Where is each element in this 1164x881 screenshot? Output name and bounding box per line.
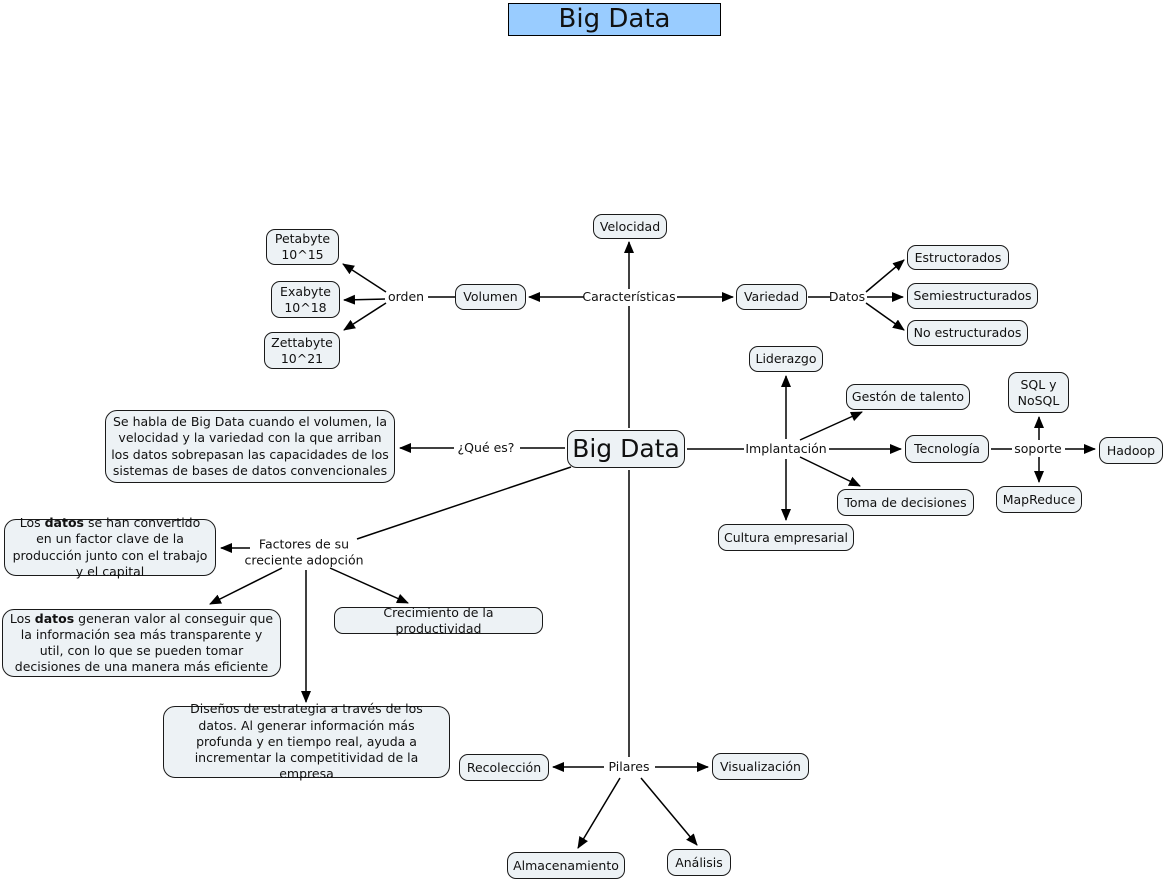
- node-cultura-empresarial[interactable]: Cultura empresarial: [718, 524, 854, 551]
- node-tecnologia-text: Tecnología: [914, 441, 980, 457]
- text-segment: datos: [34, 610, 75, 626]
- node-zettabyte[interactable]: Zettabyte 10^21: [264, 332, 340, 369]
- link-label-pilares-text: Pilares: [608, 759, 650, 775]
- text-segment: Los: [19, 515, 45, 530]
- node-no-estructurados[interactable]: No estructurados: [907, 320, 1028, 346]
- node-zettabyte-text: Zettabyte 10^21: [271, 334, 333, 366]
- link-label-pilares[interactable]: Pilares: [609, 759, 650, 775]
- node-visualizacion[interactable]: Visualización: [712, 753, 809, 780]
- textbox-disenos-estrategia[interactable]: Diseños de estrategia a través de los da…: [163, 701, 450, 781]
- connector-big-data-central-to-factores: [356, 466, 572, 540]
- node-crecimiento-productividad[interactable]: Crecimiento de la productividad: [334, 604, 543, 636]
- node-exabyte[interactable]: Exabyte 10^18: [271, 281, 340, 318]
- node-hadoop-text: Hadoop: [1106, 442, 1156, 458]
- link-label-caracteristicas-text: Características: [582, 289, 676, 305]
- node-crecimiento-productividad-text: Crecimiento de la productividad: [383, 604, 494, 636]
- connector-orden-to-zettabyte: [343, 302, 387, 331]
- connector-datos-to-no-estructurados: [865, 302, 905, 331]
- text-segment: generan valor al conseguir que la inform…: [14, 610, 274, 675]
- node-almacenamiento[interactable]: Almacenamiento: [507, 852, 625, 879]
- node-big-data-central-text: Big Data: [572, 434, 680, 464]
- node-mapreduce-text: MapReduce: [1002, 491, 1076, 507]
- text-segment: datos: [44, 515, 84, 530]
- node-almacenamiento-text: Almacenamiento: [513, 857, 619, 873]
- connector-datos-to-estructorados: [865, 259, 905, 293]
- node-petabyte-text: Petabyte 10^15: [274, 231, 331, 262]
- node-semiestructurados-text: Semiestructurados: [913, 288, 1032, 304]
- node-visualizacion-text: Visualización: [720, 758, 801, 774]
- node-velocidad[interactable]: Velocidad: [593, 214, 667, 239]
- node-geston-de-talento-text: Gestón de talento: [851, 389, 965, 405]
- node-estructorados[interactable]: Estructorados: [907, 245, 1009, 270]
- node-toma-de-decisiones-text: Toma de decisiones: [844, 494, 967, 510]
- title-banner-big-data[interactable]: Big Data: [508, 3, 721, 36]
- node-sql-y-nosql-text: SQL y NoSQL: [1017, 376, 1060, 408]
- textbox-definicion[interactable]: Se habla de Big Data cuando el volumen, …: [105, 410, 395, 483]
- node-sql-y-nosql[interactable]: SQL y NoSQL: [1008, 372, 1069, 413]
- node-liderazgo[interactable]: Liderazgo: [749, 346, 823, 372]
- node-volumen[interactable]: Volumen: [455, 284, 526, 310]
- textbox-datos-valor[interactable]: Los datos generan valor al conseguir que…: [2, 609, 281, 677]
- node-petabyte[interactable]: Petabyte 10^15: [266, 229, 339, 265]
- node-velocidad-text: Velocidad: [599, 218, 661, 234]
- connector-implantacion-to-toma-de-decisiones: [799, 456, 861, 487]
- node-exabyte-text: Exabyte 10^18: [280, 283, 331, 315]
- textbox-definicion-text: Se habla de Big Data cuando el volumen, …: [111, 414, 389, 478]
- link-label-orden-text: orden: [387, 289, 425, 305]
- node-liderazgo-text: Liderazgo: [755, 351, 817, 367]
- link-label-caracteristicas[interactable]: Características: [582, 289, 675, 305]
- node-variedad-text: Variedad: [743, 289, 800, 305]
- link-label-orden[interactable]: orden: [388, 289, 424, 305]
- connector-implantacion-to-geston-de-talento: [799, 411, 863, 441]
- node-no-estructurados-text: No estructurados: [913, 325, 1022, 341]
- link-label-factores-text: Factores de su creciente adopción: [244, 536, 364, 567]
- connector-pilares-to-analisis: [640, 777, 698, 846]
- connector-orden-to-exabyte: [343, 294, 386, 305]
- node-variedad[interactable]: Variedad: [736, 284, 807, 310]
- node-big-data-central[interactable]: Big Data: [567, 430, 685, 468]
- link-label-factores[interactable]: Factores de su creciente adopción: [244, 536, 363, 567]
- node-hadoop[interactable]: Hadoop: [1099, 437, 1163, 464]
- textbox-datos-produccion-text: Los datos se han convertido en un factor…: [10, 515, 210, 580]
- node-estructorados-text: Estructorados: [914, 249, 1002, 265]
- link-label-que-es[interactable]: ¿Qué es?: [458, 440, 515, 456]
- link-label-implantacion[interactable]: Implantación: [745, 441, 826, 457]
- text-segment: Los: [9, 610, 35, 626]
- node-analisis-text: Análisis: [675, 854, 723, 870]
- node-recoleccion-text: Recolección: [466, 759, 542, 775]
- connector-pilares-to-almacenamiento: [577, 777, 621, 849]
- textbox-datos-valor-text: Los datos generan valor al conseguir que…: [8, 611, 275, 676]
- node-geston-de-talento[interactable]: Gestón de talento: [846, 384, 970, 410]
- node-tecnologia[interactable]: Tecnología: [905, 435, 989, 463]
- textbox-disenos-estrategia-text: Diseños de estrategia a través de los da…: [190, 701, 423, 782]
- link-label-soporte-text: soporte: [1014, 441, 1062, 457]
- connector-orden-to-petabyte: [342, 263, 387, 293]
- node-volumen-text: Volumen: [463, 289, 518, 305]
- title-banner-big-data-text: Big Data: [558, 4, 671, 35]
- node-recoleccion[interactable]: Recolección: [459, 754, 549, 781]
- link-label-que-es-text: ¿Qué es?: [457, 440, 515, 456]
- link-label-soporte[interactable]: soporte: [1014, 441, 1061, 457]
- link-label-datos[interactable]: Datos: [829, 289, 865, 305]
- node-toma-de-decisiones[interactable]: Toma de decisiones: [837, 489, 974, 516]
- node-cultura-empresarial-text: Cultura empresarial: [724, 529, 848, 545]
- text-segment: se han convertido en un factor clave de …: [12, 515, 208, 579]
- node-semiestructurados[interactable]: Semiestructurados: [907, 283, 1038, 309]
- connector-factores-to-crecimiento-productividad: [329, 567, 409, 604]
- textbox-datos-produccion[interactable]: Los datos se han convertido en un factor…: [4, 515, 216, 579]
- node-mapreduce[interactable]: MapReduce: [996, 486, 1082, 513]
- node-analisis[interactable]: Análisis: [667, 849, 731, 876]
- connector-factores-to-textbox-datos-valor: [209, 567, 283, 605]
- link-label-implantacion-text: Implantación: [745, 441, 827, 457]
- link-label-datos-text: Datos: [828, 289, 866, 305]
